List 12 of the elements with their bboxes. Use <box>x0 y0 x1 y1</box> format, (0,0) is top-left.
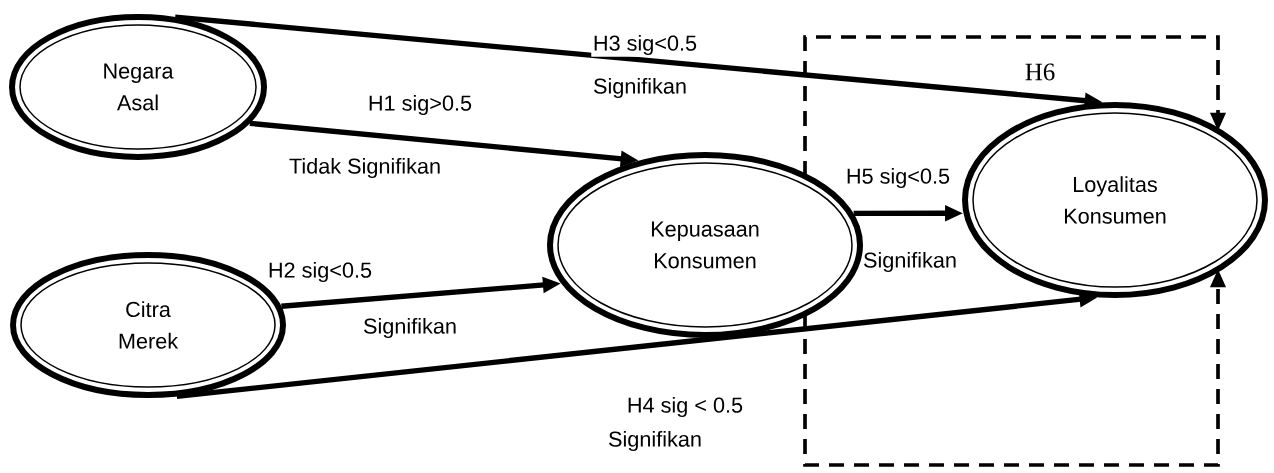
arrow <box>803 35 1227 176</box>
label: Signifikan <box>594 77 686 99</box>
edge-label: H4 sig < 0.5 <box>628 396 743 418</box>
label: Signifikan <box>364 317 456 339</box>
edge-label: H6 <box>1025 63 1055 81</box>
label: Signifikan <box>864 251 956 273</box>
ellipse-node: Loyalitas Konsumen <box>962 102 1268 298</box>
edge-label: H1 sig>0.5 <box>369 94 472 116</box>
edge-label: H3 sig<0.5 <box>594 34 697 56</box>
label: Signifikan <box>609 430 701 452</box>
ellipse-node: Negara Asal <box>9 14 267 160</box>
label: Tidak Signifikan <box>289 157 440 179</box>
